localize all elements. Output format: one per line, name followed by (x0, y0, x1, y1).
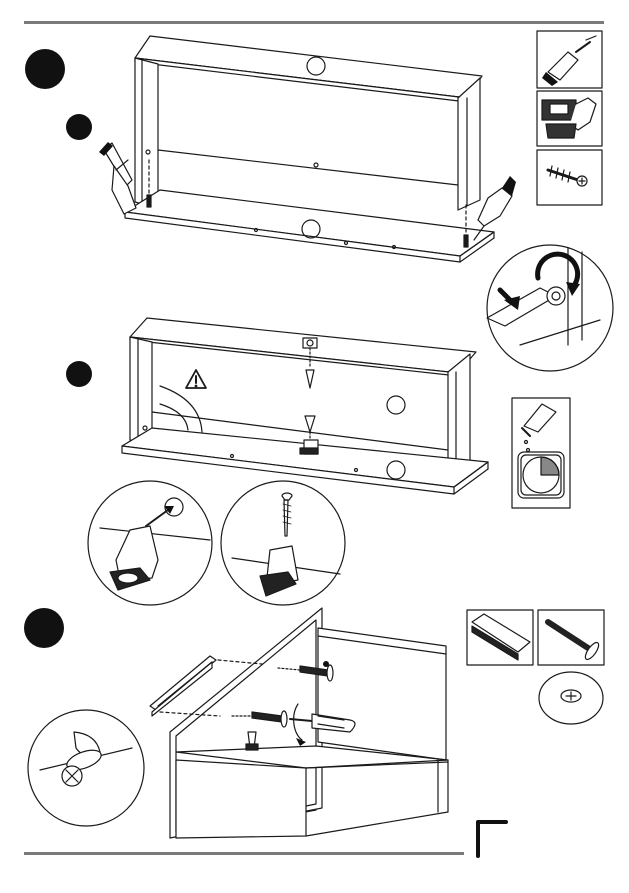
cam-lock-icon (539, 672, 603, 724)
step-marker-1 (25, 49, 65, 89)
cam-connector-lower (300, 416, 318, 454)
cam-connector-upper (303, 338, 317, 388)
top-bar (24, 21, 604, 24)
cabinet-frame-step1 (135, 36, 482, 210)
step-marker-3 (66, 361, 92, 387)
drying-time-clock-icon (518, 452, 564, 498)
cam-lock-detail-step3 (28, 710, 144, 826)
drawer-runner-icon (467, 610, 533, 665)
drawer-box (170, 608, 448, 838)
glue-bottle-left (99, 142, 136, 214)
bolt-icon (538, 610, 604, 665)
base-panel-step1 (125, 190, 494, 262)
connector-detail-left (88, 481, 212, 605)
cam-connector-icon (537, 91, 602, 146)
step-marker-2 (66, 114, 92, 140)
page-corner-mark (478, 822, 506, 856)
connector-detail-right (221, 481, 345, 605)
glue-bottle-icon (537, 31, 602, 88)
warning-triangle-icon (186, 370, 206, 388)
screw-icon (537, 150, 602, 205)
cam-lock-detail-circle (487, 245, 613, 371)
step-marker-4 (24, 608, 64, 648)
base-panel-step2 (122, 428, 488, 494)
bottom-bar (24, 852, 464, 855)
